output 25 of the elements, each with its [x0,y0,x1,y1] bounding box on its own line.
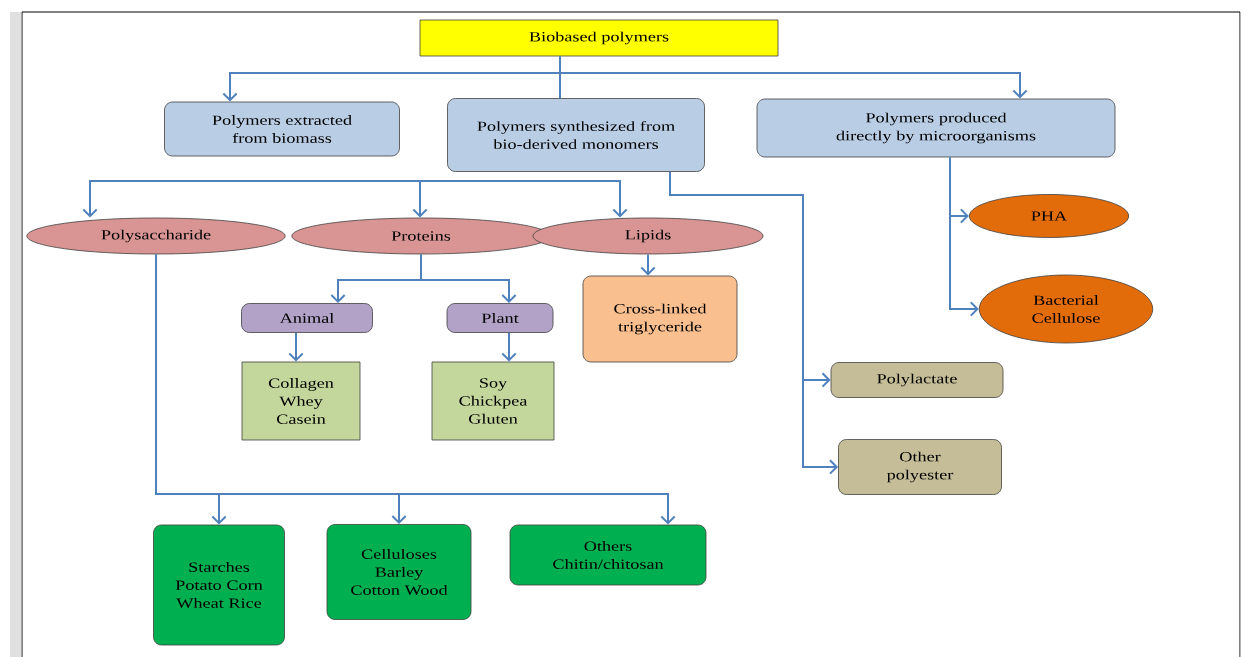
arrow [155,253,676,525]
source-box: Animal [241,303,373,333]
category-box: Polymers synthesized from bio-derived monomers [447,98,705,172]
arrow [559,55,1028,99]
example-box: Soy Chickpea Gluten [431,361,555,441]
example-box: Others Chitin/chitosan [509,524,707,586]
arrow [669,170,839,475]
arrow [288,331,304,362]
arrow [501,331,517,362]
product-box: Other polyester [838,439,1002,495]
product-box: Cross-linked triglyceride [582,275,738,363]
arrow [640,253,656,276]
category-box: Polymers produced directly by microorganisms [756,98,1116,158]
title-box: Biobased polymers [419,19,779,57]
arrow [419,180,628,218]
example-box: Starches Potato Corn Wheat Rice [153,524,285,646]
example-box: Celluloses Barley Cotton Wood [326,524,472,620]
arrow [82,180,421,218]
arrow [949,156,979,317]
arrow [412,180,428,218]
source-box: Plant [446,303,554,333]
category-box: Polymers extracted from biomass [164,101,400,157]
example-box: Collagen Whey Casein [241,361,361,441]
product-box: Polylactate [830,362,1004,398]
arrow [420,253,517,304]
